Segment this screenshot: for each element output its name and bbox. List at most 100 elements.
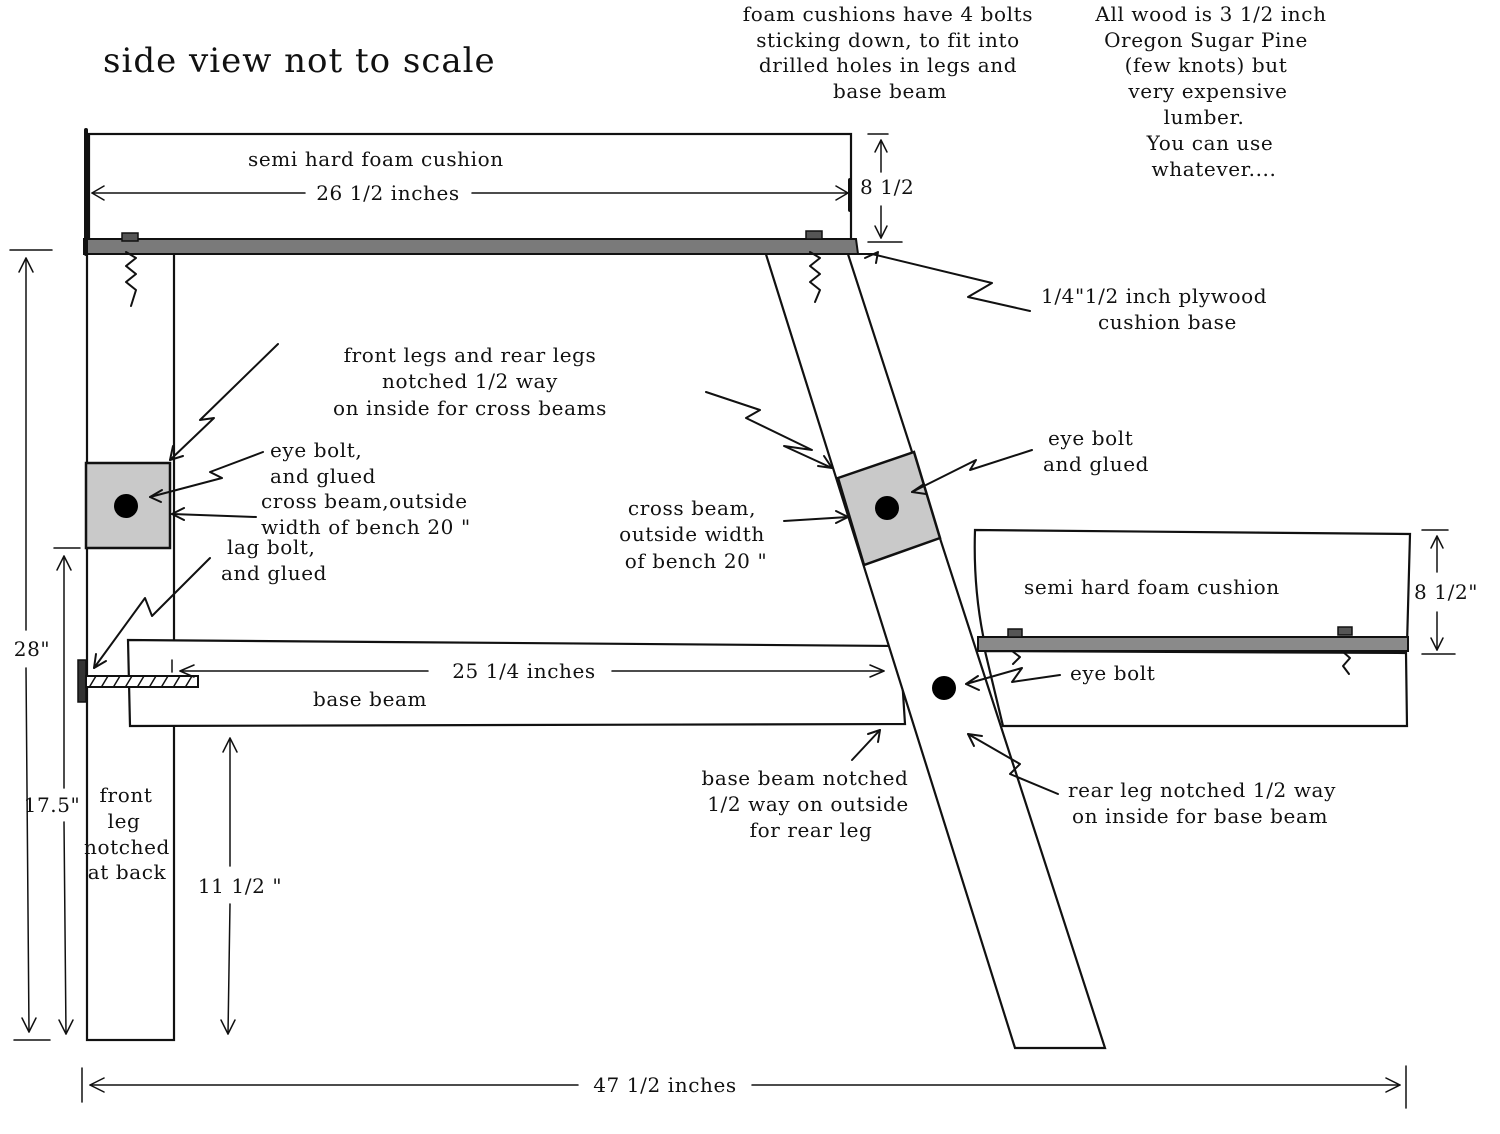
rear-cross-beam-leader bbox=[783, 516, 849, 522]
overall-height-value: 28" bbox=[14, 637, 50, 661]
front-eye-bolt-callout: eye bolt, and glued bbox=[270, 438, 376, 488]
arrow-head-icon bbox=[835, 510, 849, 524]
lag-bolt-callout: lag bolt, and glued bbox=[221, 535, 327, 585]
base-eye-bolt-icon bbox=[932, 676, 956, 700]
plywood-leader bbox=[855, 253, 1031, 312]
rear-leg-notch-leader bbox=[967, 733, 1059, 795]
rear-cross-beam-callout: cross beam, outside width of bench 20 " bbox=[619, 496, 767, 573]
arrow-head-icon bbox=[817, 455, 833, 469]
front-leg-label: front leg notched at back bbox=[84, 783, 170, 884]
callout-line: cross beam,outside bbox=[261, 489, 468, 513]
notched-legs-callout: front legs and rear legs notched 1/2 way… bbox=[333, 343, 607, 420]
rear-leg-notched-callout: rear leg notched 1/2 way on inside for b… bbox=[1068, 778, 1336, 828]
callout-line: of bench 20 " bbox=[625, 549, 768, 573]
arrow-head-icon bbox=[171, 507, 185, 521]
lag-bolt-icon bbox=[77, 659, 199, 703]
base-beam-label: base beam bbox=[313, 687, 427, 711]
seat-screw-icon bbox=[1007, 628, 1023, 665]
back-height-dimension: 8 1/2 bbox=[860, 133, 914, 243]
note-line: very expensive bbox=[1127, 79, 1287, 103]
rear-eye-bolt-icon bbox=[875, 496, 899, 520]
base-beam-notched-callout: base beam notched 1/2 way on outside for… bbox=[702, 766, 909, 842]
front-height-value: 17.5" bbox=[24, 793, 81, 817]
front-cross-beam-leader bbox=[171, 513, 257, 518]
callout-line: width of bench 20 " bbox=[261, 515, 471, 539]
wood-note: All wood is 3 1/2 inch Oregon Sugar Pine… bbox=[1094, 2, 1326, 181]
top-width-dimension: 26 1/2 inches bbox=[91, 178, 852, 212]
note-line: lumber. bbox=[1164, 105, 1245, 129]
seat-support-beam bbox=[983, 649, 1409, 728]
callout-line: cushion base bbox=[1098, 310, 1237, 334]
note-line: sticking down, to fit into bbox=[756, 28, 1020, 52]
note-line: All wood is 3 1/2 inch bbox=[1094, 2, 1326, 26]
callout-line: and glued bbox=[270, 464, 376, 488]
callout-line: and glued bbox=[221, 561, 327, 585]
rear-eye-bolt-callout: eye bolt and glued bbox=[1043, 426, 1149, 476]
base-height-dimension: 11 1/2 " bbox=[198, 737, 282, 1035]
base-eye-bolt-leader bbox=[965, 667, 1061, 685]
note-line: whatever.... bbox=[1152, 157, 1277, 181]
arrow-head-icon bbox=[911, 483, 927, 495]
lag-bolt-leader bbox=[93, 557, 211, 669]
callout-line: base beam notched bbox=[702, 766, 909, 790]
back-cushion-label: semi hard foam cushion bbox=[248, 147, 504, 171]
rear-notch-leader bbox=[705, 391, 833, 469]
note-line: You can use bbox=[1146, 131, 1274, 155]
label-line: leg bbox=[108, 809, 141, 833]
note-line: foam cushions have 4 bolts bbox=[743, 2, 1033, 26]
note-line: base beam bbox=[833, 79, 947, 103]
note-line: (few knots) but bbox=[1125, 53, 1288, 77]
base-length-value: 25 1/4 inches bbox=[452, 659, 596, 683]
base-length-dimension: 25 1/4 inches bbox=[171, 659, 885, 683]
seat-cushion-label: semi hard foam cushion bbox=[1024, 575, 1280, 599]
arrow-head-icon bbox=[149, 489, 163, 503]
overall-length-value: 47 1/2 inches bbox=[593, 1073, 737, 1097]
callout-line: 1/4"1/2 inch plywood bbox=[1041, 284, 1267, 308]
arrow-head-icon bbox=[967, 733, 983, 747]
top-screw-icon bbox=[121, 232, 139, 307]
callout-line: notched 1/2 way bbox=[382, 369, 558, 393]
arrow-head-icon bbox=[867, 729, 881, 743]
base-height-value: 11 1/2 " bbox=[198, 874, 282, 898]
callout-line: outside width bbox=[619, 522, 765, 546]
callout-line: eye bolt, bbox=[270, 438, 362, 462]
label-line: at back bbox=[88, 860, 167, 884]
top-plywood bbox=[83, 238, 860, 255]
callout-line: front legs and rear legs bbox=[344, 343, 597, 367]
callout-line: on inside for cross beams bbox=[333, 396, 607, 420]
callout-line: eye bolt bbox=[1048, 426, 1133, 450]
seat-height-value: 8 1/2" bbox=[1414, 580, 1478, 604]
label-line: notched bbox=[84, 835, 170, 859]
plywood-callout: 1/4"1/2 inch plywood cushion base bbox=[1041, 284, 1267, 334]
callout-line: lag bolt, bbox=[227, 535, 316, 559]
base-beam bbox=[126, 638, 907, 728]
base-notch-leader bbox=[851, 729, 881, 761]
front-cross-beam-callout: cross beam,outside width of bench 20 " bbox=[261, 489, 471, 539]
front-height-dimension: 17.5" bbox=[24, 547, 81, 1035]
front-notch-leader bbox=[169, 343, 279, 461]
arrow-head-icon bbox=[169, 445, 184, 461]
rear-eye-bolt-leader bbox=[911, 449, 1033, 493]
callout-line: 1/2 way on outside bbox=[707, 792, 909, 816]
base-eye-bolt-callout: eye bolt bbox=[1070, 661, 1155, 685]
callout-line: cross beam, bbox=[628, 496, 756, 520]
leader-lines bbox=[93, 251, 1061, 795]
note-line: Oregon Sugar Pine bbox=[1104, 28, 1308, 52]
note-line: drilled holes in legs and bbox=[759, 53, 1017, 77]
foam-bolts-note: foam cushions have 4 bolts sticking down… bbox=[743, 2, 1033, 103]
seat-plywood bbox=[977, 636, 1409, 652]
seat-screw-icon bbox=[1337, 626, 1353, 675]
label-line: front bbox=[100, 783, 153, 807]
callout-line: rear leg notched 1/2 way bbox=[1068, 778, 1336, 802]
back-height-value: 8 1/2 bbox=[860, 175, 914, 199]
callout-line: on inside for base beam bbox=[1072, 804, 1328, 828]
top-width-value: 26 1/2 inches bbox=[316, 181, 460, 205]
arrow-head-icon bbox=[864, 251, 879, 264]
front-eye-bolt-leader bbox=[149, 451, 264, 498]
callout-line: and glued bbox=[1043, 452, 1149, 476]
front-eye-bolt-icon bbox=[114, 494, 138, 518]
arrow-head-icon bbox=[965, 675, 980, 691]
drawing-title: side view not to scale bbox=[103, 41, 496, 81]
